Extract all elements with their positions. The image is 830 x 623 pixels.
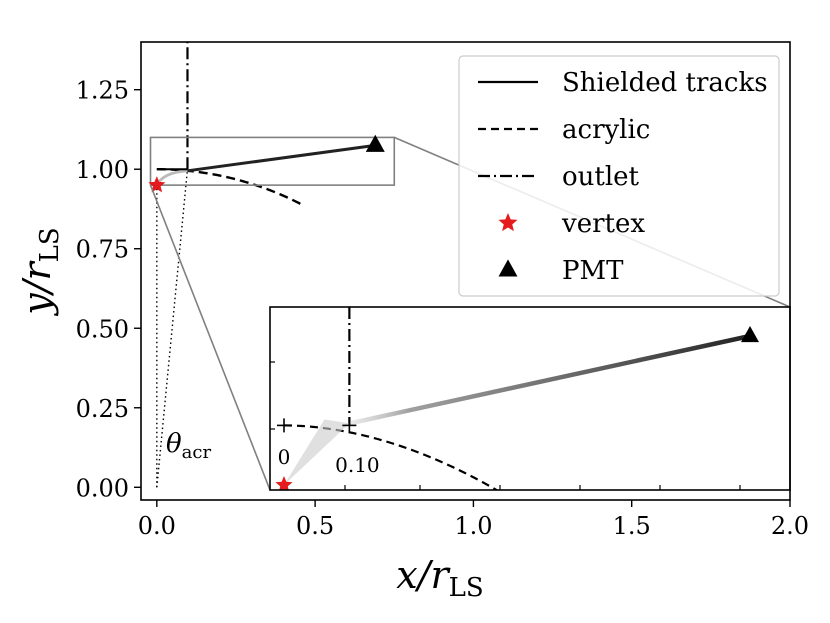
legend-entry: vertex bbox=[498, 209, 645, 239]
x-tick-label: 0.5 bbox=[296, 512, 334, 540]
y-tick-label: 0.75 bbox=[76, 236, 129, 264]
inset-tick-label-1: 0.10 bbox=[335, 453, 380, 477]
inset-track-fan bbox=[284, 419, 350, 485]
inset-plot bbox=[275, 307, 759, 490]
legend-label: Shielded tracks bbox=[562, 68, 768, 98]
legend-label: acrylic bbox=[562, 115, 650, 145]
legend-label: vertex bbox=[561, 209, 645, 239]
legend-entry: PMT bbox=[498, 256, 624, 286]
inset-pmt-marker bbox=[741, 325, 759, 343]
y-tick-label: 0.00 bbox=[76, 474, 129, 502]
theta-line-outlet bbox=[156, 169, 189, 488]
x-tick-label: 2.0 bbox=[771, 512, 809, 540]
zoom-box bbox=[149, 136, 396, 186]
inset-acrylic-arc bbox=[283, 424, 499, 490]
acrylic-arc bbox=[156, 168, 302, 205]
x-tick-label: 0.0 bbox=[138, 512, 176, 540]
inset-background bbox=[270, 307, 790, 490]
legend-label: outlet bbox=[562, 162, 640, 192]
y-tick-label: 0.25 bbox=[76, 395, 129, 423]
axes-frame bbox=[140, 41, 791, 501]
theta-label: θacr bbox=[166, 429, 211, 463]
legend-swatch-star bbox=[498, 213, 518, 232]
shielded-track bbox=[187, 143, 376, 173]
inset-vertex-marker bbox=[275, 476, 293, 490]
y-tick-label: 1.00 bbox=[76, 156, 129, 184]
inset-tick-label-0: 0 bbox=[278, 445, 291, 469]
legend-entry: outlet bbox=[478, 162, 640, 192]
legend-entry: acrylic bbox=[478, 115, 650, 145]
inset-shielded-track bbox=[348, 333, 751, 426]
legend-entry: Shielded tracks bbox=[478, 68, 768, 98]
x-axis-label: x/rLS bbox=[396, 553, 483, 603]
zoom-connector-left bbox=[149, 184, 271, 491]
legend-label: PMT bbox=[562, 256, 624, 286]
y-axis-label: y/rLS bbox=[15, 227, 65, 317]
legend-box bbox=[458, 55, 780, 297]
x-tick-label: 1.0 bbox=[454, 512, 492, 540]
legend-swatch-triangle bbox=[498, 259, 518, 277]
x-tick-label: 1.5 bbox=[613, 512, 651, 540]
pmt-marker bbox=[365, 134, 385, 152]
y-tick-label: 0.50 bbox=[76, 315, 129, 343]
y-tick-label: 1.25 bbox=[76, 77, 129, 105]
